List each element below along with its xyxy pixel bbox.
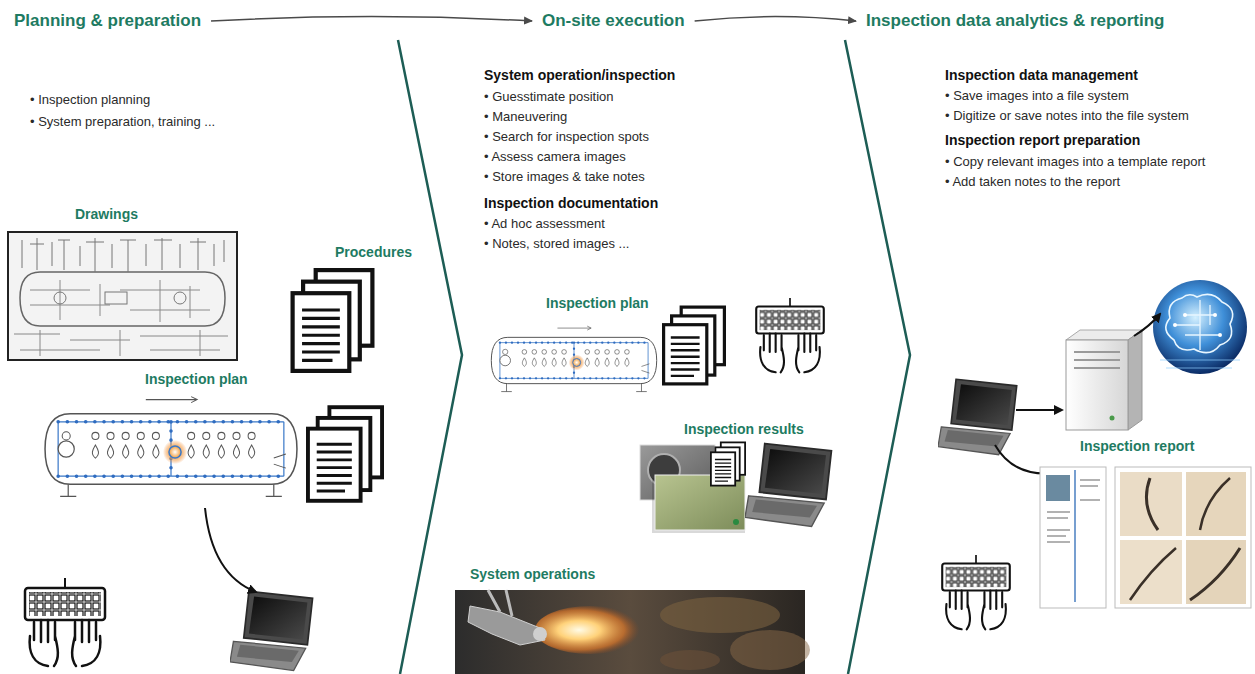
report-thumbnail-part: [1146, 478, 1158, 530]
figure-label: Inspection results: [684, 420, 804, 438]
laptop-icon: [230, 591, 313, 670]
cloud-icon-part: [1218, 333, 1222, 337]
cloud-icon-part: [1166, 294, 1233, 352]
transfer-arrow: [205, 508, 256, 592]
technical-drawing-part: [20, 272, 225, 326]
technical-drawing-part: [8, 232, 237, 360]
report-thumbnail-part: [1040, 467, 1106, 608]
phase-separator-part: [398, 40, 462, 674]
phase-heading: Planning & preparation: [10, 8, 205, 34]
report-thumbnail-part: [1186, 472, 1246, 536]
figure-label: Procedures: [335, 243, 412, 261]
report-thumbnail: [1040, 467, 1251, 608]
cloud-icon-part: [1175, 300, 1220, 350]
keyboard-icon: [942, 555, 1010, 629]
bullet-item: • Ad hoc assessment: [484, 216, 605, 233]
server-icon-part: [1074, 352, 1120, 368]
server-icon-part: [1066, 340, 1128, 430]
section-heading: Inspection report preparation: [945, 131, 1140, 149]
section-heading: System operation/inspection: [484, 66, 675, 84]
plan-documents-icon: [664, 307, 725, 384]
report-thumbnail-part: [1130, 548, 1176, 600]
phase-title: Planning & preparation: [14, 10, 201, 32]
technical-drawing: [8, 232, 237, 360]
figure-label: Drawings: [75, 205, 138, 223]
keyboard-icon: [756, 298, 824, 372]
cloud-icon-part: [1153, 280, 1247, 374]
server-icon-part: [1128, 330, 1142, 430]
bullet-item: • Save images into a file system: [945, 88, 1129, 105]
phase-title: On-site execution: [542, 10, 685, 32]
figure-label: Inspection plan: [546, 294, 649, 312]
report-thumbnail-part: [1046, 475, 1070, 501]
technical-drawing-part: [174, 292, 186, 304]
report-thumbnail-part: [1074, 470, 1076, 602]
inspection-result-images-part: [733, 519, 739, 525]
technical-drawing-part: [14, 330, 228, 356]
bullet-item: • Search for inspection spots: [484, 129, 649, 146]
phase-arrow: [211, 17, 532, 22]
phase-heading: Inspection data analytics & reporting: [862, 8, 1169, 34]
phase-heading: On-site execution: [538, 8, 689, 34]
bullet-item: • Copy relevant images into a template r…: [945, 154, 1205, 171]
system-operations-photo: [455, 590, 810, 674]
laptop-icon: [938, 379, 1017, 454]
technical-drawing-part: [22, 238, 224, 272]
bullet-item: • Add taken notes to the report: [945, 174, 1120, 191]
phase-arrow: [695, 17, 856, 22]
cloud-icon: [1153, 280, 1247, 374]
server-icon: [1066, 330, 1142, 430]
figure-label: System operations: [470, 565, 595, 583]
bullet-item: • Maneuvering: [484, 109, 567, 126]
inspection-plan-drawing: [491, 326, 656, 391]
report-thumbnail-part: [1120, 472, 1182, 536]
report-thumbnail-part: [1190, 548, 1240, 600]
section-heading: Inspection data management: [945, 66, 1138, 84]
system-operations-photo-part: [730, 630, 810, 670]
cloud-icon-part: [1160, 360, 1240, 368]
laptop-icon: [745, 444, 831, 527]
procedures-icon: [293, 270, 373, 371]
figure-label: Inspection plan: [145, 370, 248, 388]
transfer-arrow: [1016, 409, 1062, 411]
system-operations-photo-part: [468, 606, 545, 645]
system-operations-photo-part: [535, 606, 645, 654]
transfer-arrow: [1134, 314, 1160, 336]
system-operations-photo-part: [488, 590, 512, 616]
report-thumbnail-part: [1120, 540, 1182, 604]
system-operations-photo-part: [660, 597, 780, 633]
technical-drawing-part: [30, 280, 210, 322]
bullet-item: • Notes, stored images ...: [484, 236, 629, 253]
result-documents-icon: [711, 442, 745, 485]
bullet-item: • Inspection planning: [30, 92, 150, 109]
bullet-item: • Store images & take notes: [484, 169, 645, 186]
figure-label: Inspection report: [1080, 437, 1194, 455]
cloud-icon-part: [1183, 313, 1187, 317]
technical-drawing-part: [54, 292, 66, 304]
technical-drawing-part: [105, 292, 127, 304]
system-operations-photo-part: [533, 627, 547, 641]
bullet-item: • Guesstimate position: [484, 89, 614, 106]
report-thumbnail-part: [1200, 478, 1230, 530]
inspection-plan-drawing: [45, 397, 297, 497]
cloud-icon-part: [1213, 313, 1217, 317]
report-thumbnail-part: [1115, 467, 1251, 608]
server-icon-part: [1110, 416, 1115, 421]
bullet-item: • Assess camera images: [484, 149, 626, 166]
keyboard-icon: [25, 578, 105, 666]
phase-separator-part: [845, 40, 910, 674]
bullet-item: • System preparation, training ...: [30, 114, 215, 131]
phase-title: Inspection data analytics & reporting: [866, 10, 1165, 32]
bullet-item: • Digitize or save notes into the file s…: [945, 108, 1189, 125]
report-thumbnail-part: [1186, 540, 1246, 604]
phase-separator: [398, 40, 910, 674]
section-heading: Inspection documentation: [484, 194, 658, 212]
system-operations-photo-part: [660, 650, 720, 670]
plan-documents-icon: [308, 407, 382, 501]
report-thumbnail-part: [1047, 480, 1100, 542]
cloud-icon-part: [1173, 323, 1177, 327]
